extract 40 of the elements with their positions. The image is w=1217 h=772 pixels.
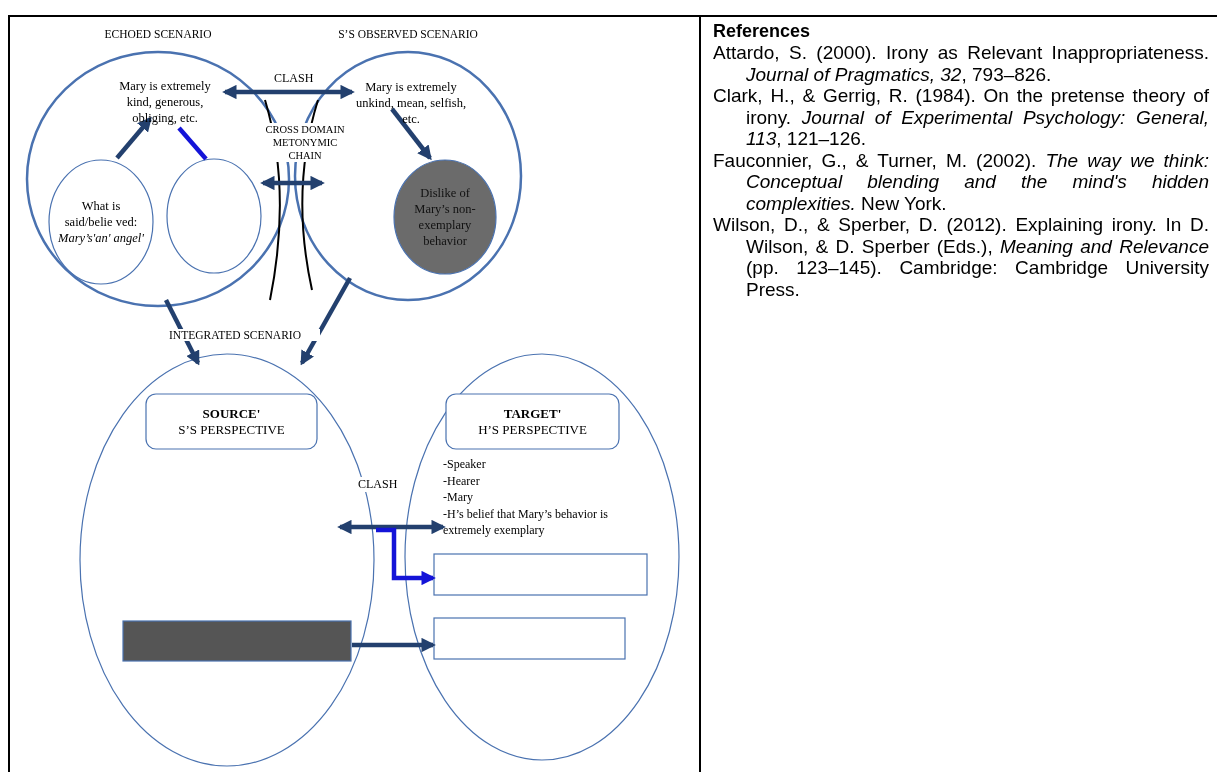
arrow [164,299,200,366]
reference-entry: Attardo, S. (2000). Irony as Relevant Inappropriateness. Journal of Pragmatics, 32, 793–826. [713,42,1209,85]
arrow [260,175,325,191]
reference-entry: Fauconnier, G., & Turner, M. (2002). The way we think: Conceptual blending and the mind's hidden complexities. New York. [713,149,1209,214]
list-item: -H’s belief that Mary’s behavior is extremely exemplary [443,505,609,539]
belief-circle [47,158,155,286]
connector-line [177,126,208,161]
perspective-box [445,393,620,450]
scenario-heading: ECHOED SCENARIO [103,28,213,40]
scenario-heading: S’S OBSERVED SCENARIO [337,28,479,40]
chain-label: CROSS DOMAIN METONYMIC CHAIN [262,123,348,162]
perspective-ellipse [403,352,681,762]
edge-label: CLASH [356,477,400,492]
shaded-bar [122,620,352,662]
perspective-title: TARGET' [503,405,562,422]
perspective-subtitle: H’S PERSPECTIVE [478,421,587,438]
circle-text: What is said/belie ved: Mary’s'an' angel' [57,198,145,246]
empty-box [433,617,626,660]
arrow [352,637,436,653]
empty-circle [165,157,263,275]
arrow [115,116,152,160]
perspective-subtitle: S’S PERSPECTIVE [178,421,285,438]
circle-text: Dislike of Mary’s non-exemplary behavior [413,185,477,249]
statement-text: Mary is extremely unkind, mean, selfish, etc. [354,79,468,127]
list-item: -Speaker [443,456,487,473]
arrow [222,84,355,100]
perspective-box [145,393,318,450]
arrow [390,107,432,161]
empty-box [433,553,648,596]
list-item: -Mary [443,489,474,506]
reference-entry: Wilson, D., & Sperber, D. (2012). Explaining irony. In D. Wilson, & D. Sperber (Eds.), Meaning and Relevance (pp. 123–145). Cambridge: Cambridge University Press. [713,214,1209,300]
perspective-title: SOURCE' [202,405,261,422]
reference-entry: Clark, H., & Gerrig, R. (1984). On the pretense theory of irony. Journal of Experimental Psychology: General, 113, 121–126. [713,85,1209,150]
arrow [376,527,436,586]
arrow [337,519,446,535]
list-item: -Hearer [443,472,481,489]
statement-text: Mary is extremely kind, generous, obliging, etc. [118,78,212,126]
dislike-circle [392,158,498,276]
arrow [300,276,352,366]
references-heading: References [713,20,812,42]
